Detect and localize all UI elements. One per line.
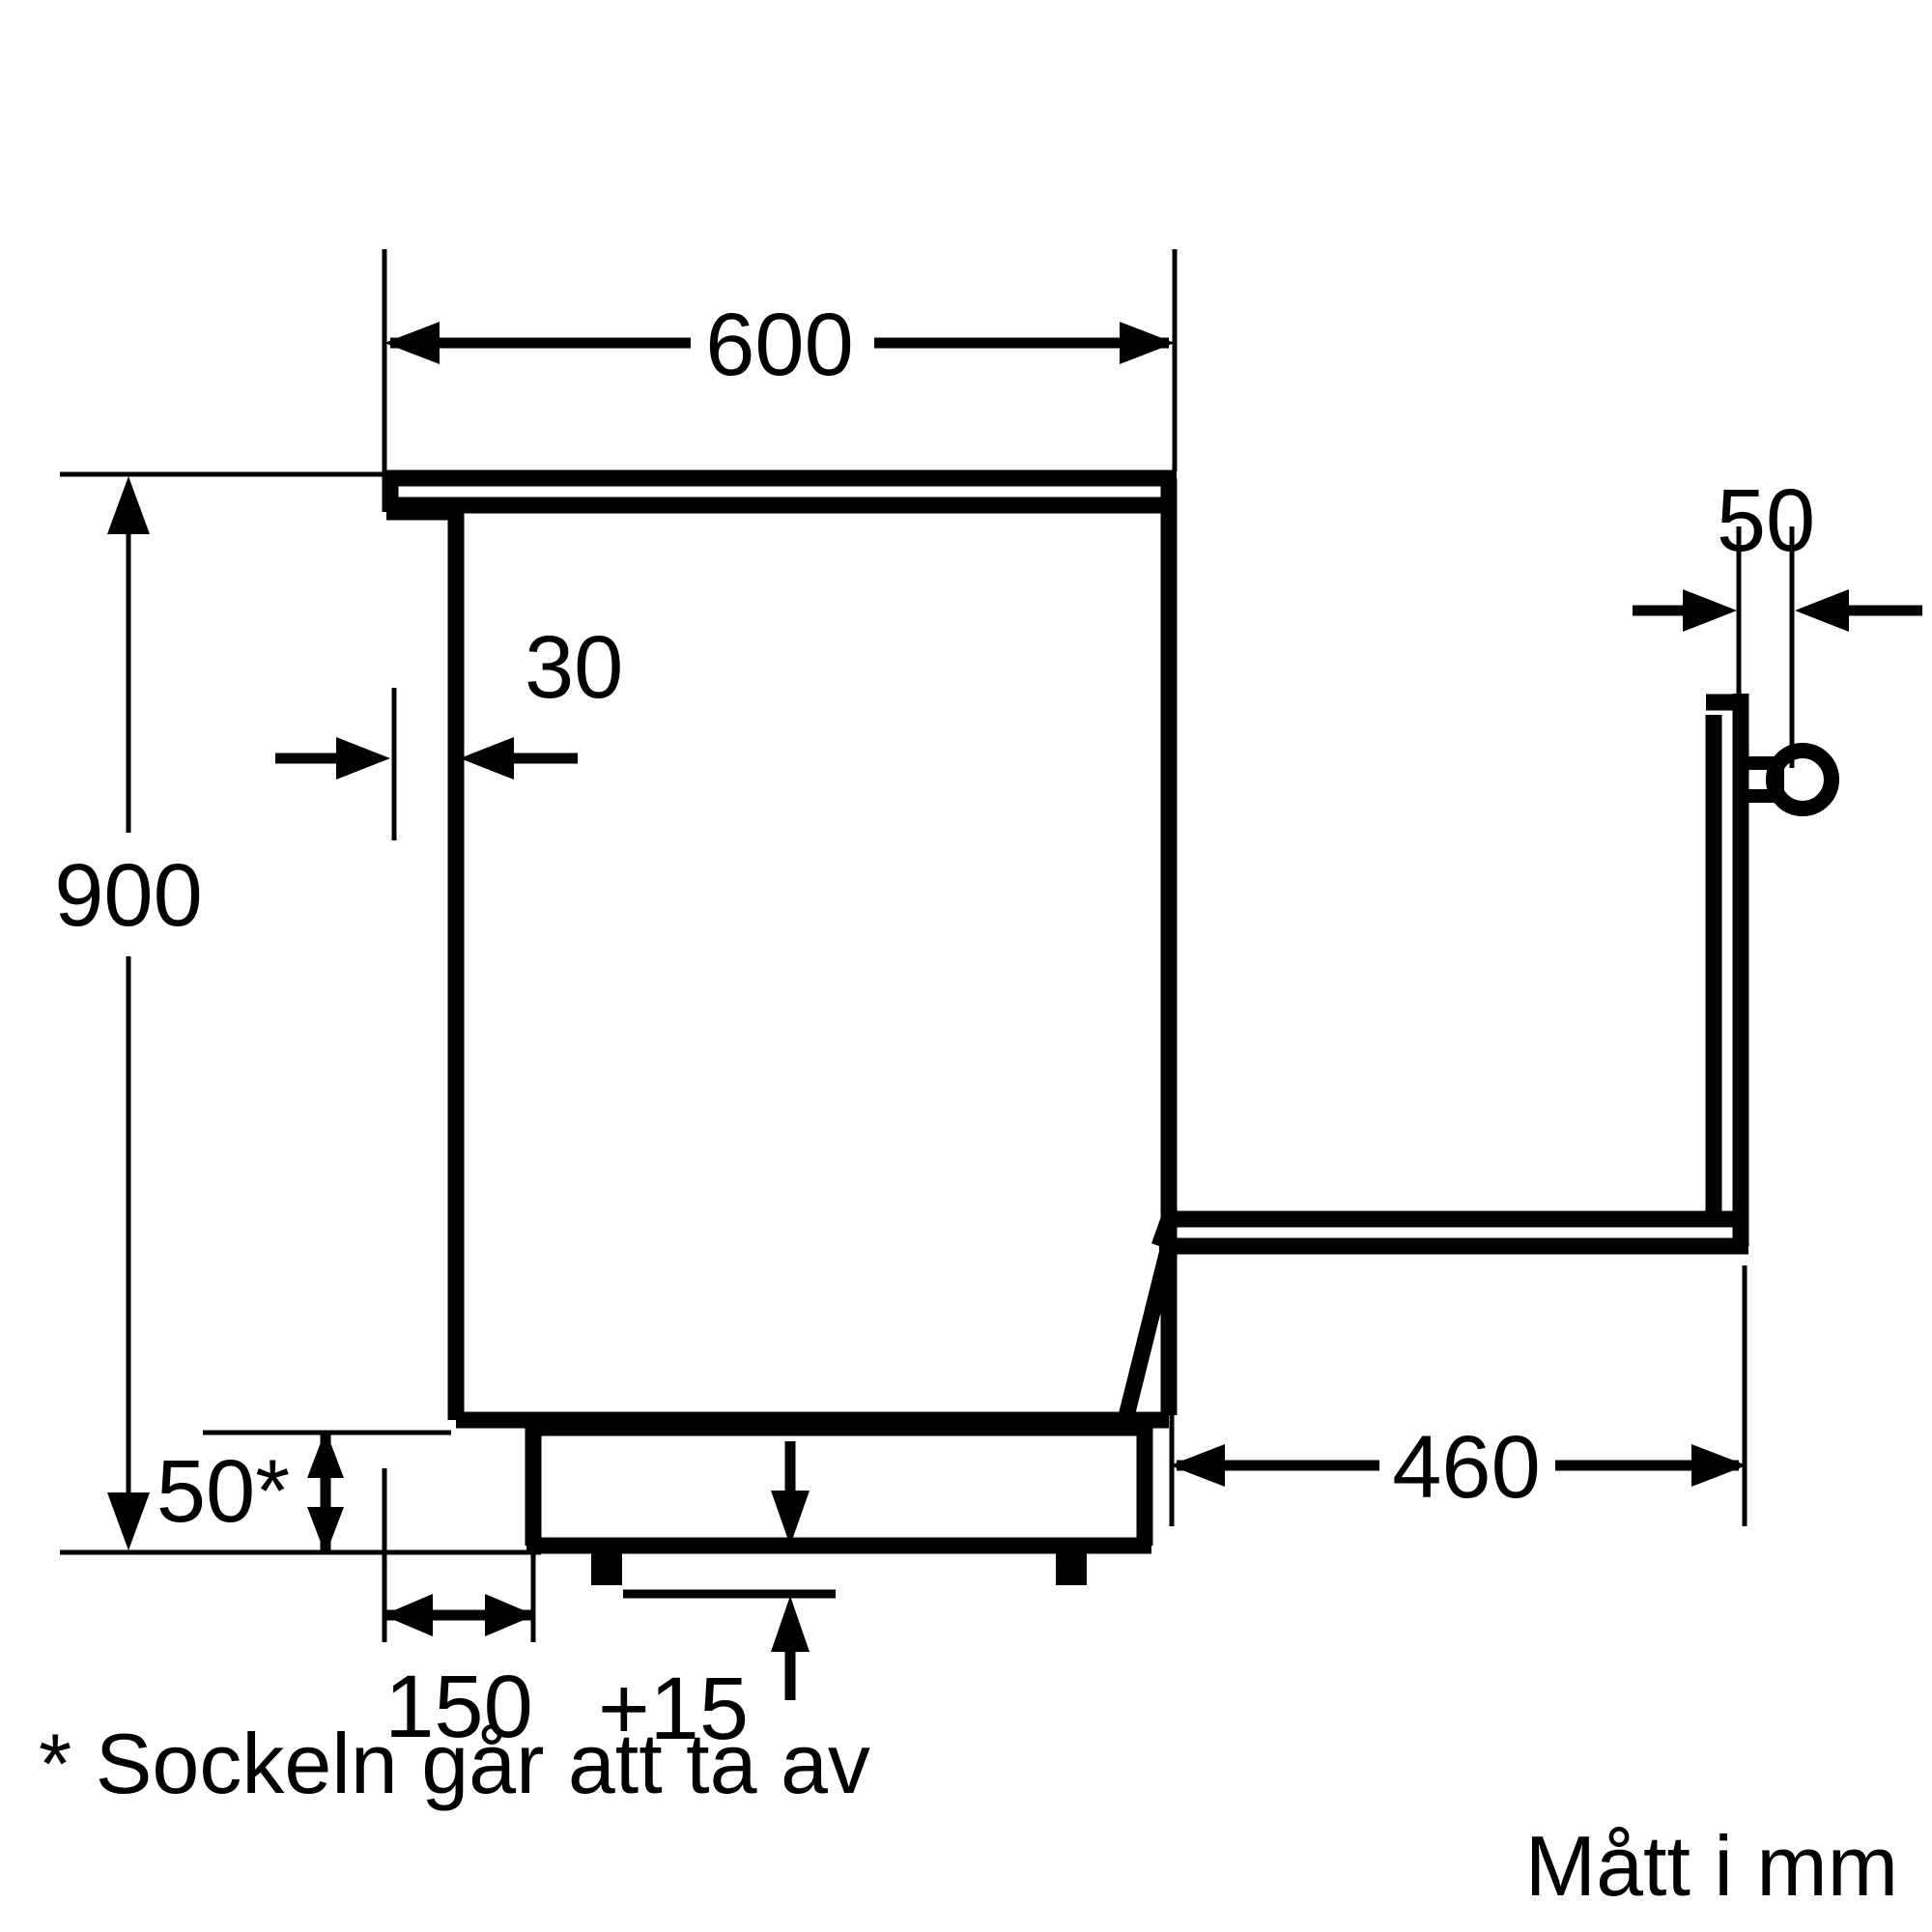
dimension-label-door-depth: 460: [1392, 1418, 1541, 1517]
arrow-right-460: [1691, 1444, 1747, 1487]
arrow-up-plus15: [771, 1596, 810, 1652]
dimension-460: 460: [1170, 1418, 1747, 1517]
arrow-right-600: [1120, 322, 1175, 364]
arrow-right-30: [336, 737, 390, 780]
arrow-down-900: [107, 1492, 150, 1550]
dimension-30: 30: [275, 618, 623, 780]
arrow-down-plus15: [771, 1491, 810, 1546]
knob-circle: [1766, 743, 1839, 816]
arrow-up-50plinth: [307, 1430, 344, 1478]
dimension-900: 900: [54, 476, 203, 1550]
arrow-right-150: [485, 1594, 535, 1636]
dimension-label-plinth-setback: 150: [384, 1658, 533, 1756]
dimension-label-foot-adjust: +15: [598, 1660, 749, 1758]
foot-right: [1056, 1552, 1087, 1585]
units-note-text: Mått i mm: [1525, 1818, 1898, 1914]
arrow-left-30: [460, 737, 514, 780]
dimension-50-handle: 50: [1633, 471, 1922, 632]
appliance-body: [382, 469, 1178, 1429]
dimension-label-height: 900: [54, 846, 203, 945]
dimension-plus15: +15: [598, 1441, 810, 1758]
dimension-label-plinth-height: 50*: [156, 1442, 290, 1541]
dimension-label-width: 600: [705, 296, 854, 394]
control-knob: [1734, 743, 1839, 816]
arrow-left-600: [384, 322, 440, 364]
arrow-up-900: [107, 476, 150, 534]
dimension-50-plinth: 50*: [156, 1430, 344, 1555]
door-panel: [1117, 694, 1749, 1423]
adjustable-feet: [591, 1552, 1087, 1585]
arrow-right-50handle: [1683, 589, 1737, 632]
foot-left: [591, 1552, 622, 1585]
arrow-left-460: [1170, 1444, 1225, 1487]
arrow-down-50plinth: [307, 1507, 344, 1555]
dimension-label-left-offset: 30: [525, 618, 623, 717]
arrow-left-50handle: [1795, 589, 1849, 632]
arrow-left-150: [383, 1594, 433, 1636]
footnote-text: * Sockeln går att ta av: [39, 1716, 870, 1811]
dimension-150: 150: [383, 1594, 535, 1756]
dimension-600: 600: [384, 296, 1175, 394]
plinth-socle: [525, 1419, 1153, 1554]
dimension-label-handle-offset: 50: [1717, 471, 1815, 570]
